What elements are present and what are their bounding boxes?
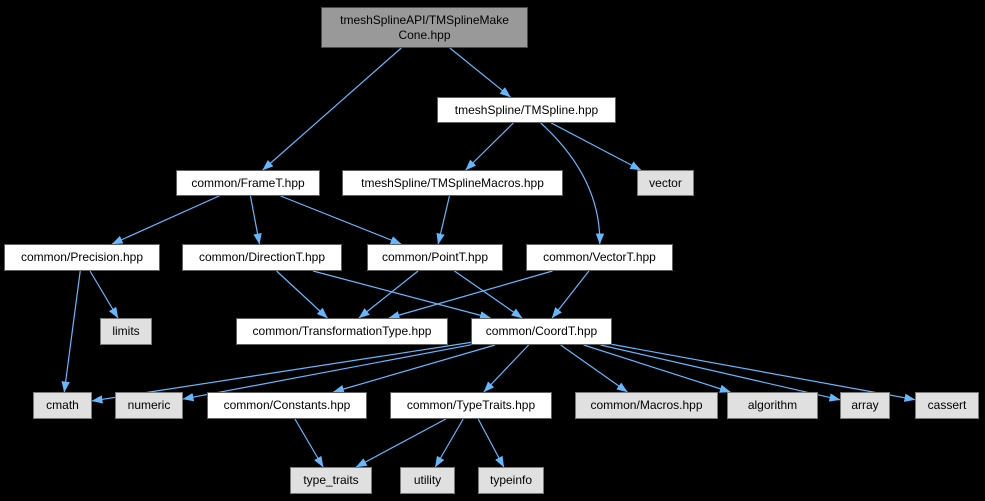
node-pointt[interactable]: common/PointT.hpp [367, 244, 503, 271]
edge-typetraits-utility [434, 418, 464, 468]
edge-typetraits-type_traits [355, 418, 447, 468]
node-label: cmath [46, 398, 79, 412]
node-cassert: cassert [915, 392, 979, 419]
node-label: common/TypeTraits.hpp [406, 398, 536, 412]
edge-vectort-transformationtype [388, 270, 553, 320]
node-label: common/CoordT.hpp [485, 324, 598, 338]
node-label: tmeshSpline/TMSpline.hpp [454, 102, 599, 117]
edge-coordt-macros [560, 344, 628, 393]
node-tmspline[interactable]: tmeshSpline/TMSpline.hpp [437, 97, 616, 123]
node-label: common/VectorT.hpp [543, 250, 656, 264]
node-type_traits: type_traits [290, 467, 372, 494]
node-macros: common/Macros.hpp [575, 392, 718, 419]
node-label: common/Macros.hpp [590, 398, 703, 412]
node-label: algorithm [747, 398, 798, 412]
node-numeric: numeric [115, 392, 183, 419]
edge-vectort-coordt [551, 270, 590, 319]
edge-coordt-numeric [182, 344, 472, 402]
edge-precision-limits [89, 270, 119, 319]
node-label: common/TransformationType.hpp [252, 324, 432, 338]
node-label: common/Precision.hpp [20, 250, 144, 264]
node-label: numeric [127, 398, 171, 412]
node-label: vector [649, 175, 682, 190]
node-transformationtype[interactable]: common/TransformationType.hpp [236, 318, 448, 345]
edge-tmspline-vector [550, 122, 642, 171]
edge-framet-precision [111, 195, 220, 245]
node-label: common/DirectionT.hpp [198, 250, 326, 264]
node-label: common/FrameT.hpp [191, 175, 305, 190]
edge-coordt-constants [332, 344, 496, 394]
node-directiont[interactable]: common/DirectionT.hpp [182, 244, 342, 271]
node-label: tmeshSplineAPI/TMSplineMake [340, 12, 509, 27]
edge-coordt-typetraits [483, 344, 530, 393]
node-constants[interactable]: common/Constants.hpp [207, 392, 367, 419]
node-tmsplinemacros[interactable]: tmeshSpline/TMSplineMacros.hpp [342, 170, 563, 196]
edge-typetraits-typeinfo [477, 418, 505, 468]
edge-pointt-coordt [454, 270, 523, 319]
edge-directiont-transformationtype [276, 270, 328, 319]
edge-root-framet [262, 47, 402, 171]
node-label: Cone.hpp [398, 27, 451, 42]
node-vector: vector [637, 170, 694, 196]
node-limits: limits [100, 318, 152, 345]
node-algorithm: algorithm [727, 392, 818, 419]
edge-constants-type_traits [294, 418, 324, 468]
edge-tmsplinemacros-pointt [436, 195, 451, 245]
node-coordt[interactable]: common/CoordT.hpp [471, 318, 612, 345]
node-array: array [840, 392, 890, 419]
node-label: limits [112, 324, 140, 338]
edge-tmspline-tmsplinemacros [465, 122, 514, 171]
node-typeinfo: typeinfo [478, 467, 544, 494]
node-cmath: cmath [33, 392, 92, 419]
node-label: tmeshSpline/TMSplineMacros.hpp [361, 175, 544, 190]
edge-coordt-algorithm [583, 344, 731, 393]
node-framet[interactable]: common/FrameT.hpp [176, 170, 320, 196]
node-precision[interactable]: common/Precision.hpp [4, 244, 160, 271]
edge-precision-cmath [61, 270, 81, 393]
node-vectort[interactable]: common/VectorT.hpp [526, 244, 673, 271]
node-label: cassert [927, 398, 967, 412]
node-label: common/Constants.hpp [223, 398, 351, 412]
node-label: utility [413, 473, 442, 487]
edge-directiont-coordt [312, 270, 491, 320]
node-utility: utility [400, 467, 455, 494]
edge-framet-directiont [249, 195, 262, 245]
node-typetraits[interactable]: common/TypeTraits.hpp [390, 392, 552, 419]
node-label: common/PointT.hpp [381, 250, 489, 264]
edge-root-tmspline [449, 47, 511, 98]
node-label: type_traits [303, 473, 359, 487]
node-label: array [851, 398, 879, 412]
edge-pointt-transformationtype [358, 270, 419, 319]
node-label: typeinfo [489, 473, 533, 487]
edge-framet-pointt [280, 195, 402, 245]
